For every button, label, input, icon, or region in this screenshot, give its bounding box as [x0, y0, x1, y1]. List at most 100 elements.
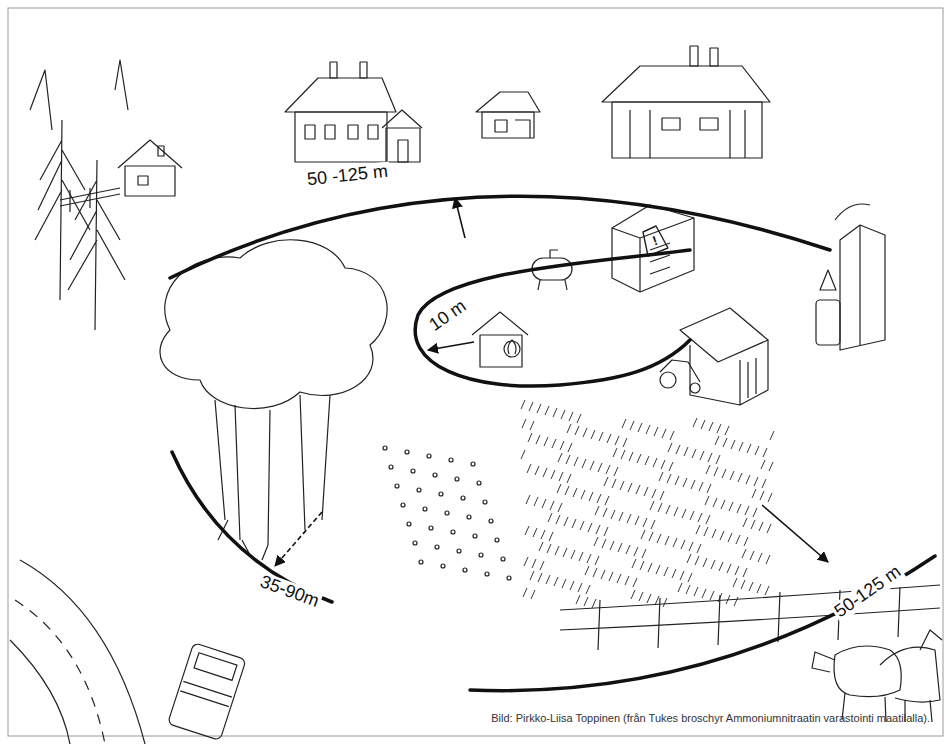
crop-plant	[389, 465, 393, 469]
hatch-stroke	[733, 578, 737, 587]
hatch-stroke	[710, 591, 714, 600]
hatch-stroke	[644, 487, 648, 496]
hatch-stroke	[542, 499, 546, 508]
hatch-stroke	[539, 542, 543, 551]
hatch-stroke	[559, 472, 563, 481]
hatch-stroke	[524, 557, 528, 566]
crop-plant	[501, 557, 505, 561]
hatch-stroke	[602, 539, 606, 548]
cows	[812, 630, 942, 722]
field-hatching	[521, 400, 774, 608]
silo	[816, 204, 885, 350]
hatch-stroke	[681, 540, 685, 549]
hatch-stroke	[667, 474, 671, 483]
hatch-stroke	[729, 502, 733, 511]
crop-plant	[439, 492, 443, 496]
hatch-stroke	[758, 553, 762, 562]
hatch-stroke	[725, 426, 729, 435]
farmhouse	[285, 62, 422, 162]
hatch-stroke	[653, 458, 657, 467]
hatch-stroke	[755, 446, 759, 455]
hatch-stroke	[530, 571, 534, 580]
hatch-stroke	[657, 534, 661, 543]
hatch-stroke	[743, 518, 747, 527]
hatch-stroke	[546, 575, 550, 584]
hatch-stroke	[626, 545, 630, 554]
hatch-stroke	[683, 478, 687, 487]
hatch-stroke	[652, 489, 656, 498]
hatch-stroke	[550, 501, 554, 510]
hatch-stroke	[560, 441, 564, 450]
hatch-stroke	[572, 519, 576, 528]
conifer-trees	[30, 60, 128, 330]
hatch-stroke	[636, 485, 640, 494]
hatch-stroke	[689, 542, 693, 551]
crop-plant	[495, 538, 499, 542]
hatch-stroke	[584, 597, 588, 606]
hatch-stroke	[587, 554, 591, 563]
hatch-stroke	[557, 484, 561, 493]
frame	[8, 8, 943, 736]
hatch-stroke	[525, 526, 529, 535]
distance-zones	[170, 196, 935, 690]
hatch-stroke	[714, 467, 718, 476]
hatch-stroke	[730, 471, 734, 480]
hatch-stroke	[628, 483, 632, 492]
hatch-stroke	[676, 445, 680, 454]
hatch-stroke	[567, 474, 571, 483]
hatch-stroke	[643, 518, 647, 527]
hatch-stroke	[532, 559, 536, 568]
hatch-stroke	[648, 563, 652, 572]
hatch-stroke	[735, 566, 739, 575]
crop-plant	[395, 484, 399, 488]
distance-arrow	[762, 505, 828, 562]
hatch-stroke	[682, 509, 686, 518]
hatch-stroke	[705, 496, 709, 505]
hatch-stroke	[576, 595, 580, 604]
hatch-stroke	[656, 565, 660, 574]
hatch-stroke	[661, 460, 665, 469]
crop-plant	[471, 462, 475, 466]
hatch-stroke	[650, 501, 654, 510]
hatch-stroke	[762, 479, 766, 488]
hatch-stroke	[569, 412, 573, 421]
hatch-stroke	[655, 596, 659, 605]
hatch-stroke	[594, 537, 598, 546]
hatch-stroke	[598, 463, 602, 472]
crop-plant	[489, 519, 493, 523]
hatch-stroke	[744, 537, 748, 546]
hatch-stroke	[531, 590, 535, 599]
hatch-stroke	[611, 510, 615, 519]
zone-arc	[170, 196, 830, 278]
hatch-stroke	[739, 442, 743, 451]
hatch-stroke	[565, 486, 569, 495]
hatch-stroke	[570, 581, 574, 590]
hatch-stroke	[588, 523, 592, 532]
hatch-stroke	[573, 488, 577, 497]
hatch-stroke	[754, 477, 758, 486]
hatch-stroke	[757, 584, 761, 593]
hatch-stroke	[610, 541, 614, 550]
sketch	[10, 46, 942, 744]
hatch-stroke	[528, 433, 532, 442]
crop-plant	[485, 572, 489, 576]
crop-plant	[457, 549, 461, 553]
hatch-stroke	[731, 440, 735, 449]
hatch-stroke	[647, 594, 651, 603]
hatch-stroke	[617, 574, 621, 583]
hatch-stroke	[561, 410, 565, 419]
hatch-stroke	[752, 489, 756, 498]
crop-plant	[429, 526, 433, 530]
crop-plant	[445, 511, 449, 515]
hatch-stroke	[548, 513, 552, 522]
hatch-stroke	[590, 461, 594, 470]
hatch-stroke	[581, 490, 585, 499]
hatch-stroke	[745, 506, 749, 515]
hatch-stroke	[551, 470, 555, 479]
hatch-stroke	[555, 546, 559, 555]
hatch-stroke	[586, 585, 590, 594]
hatch-stroke	[534, 497, 538, 506]
hatch-stroke	[633, 578, 637, 587]
storehouse	[476, 92, 540, 138]
